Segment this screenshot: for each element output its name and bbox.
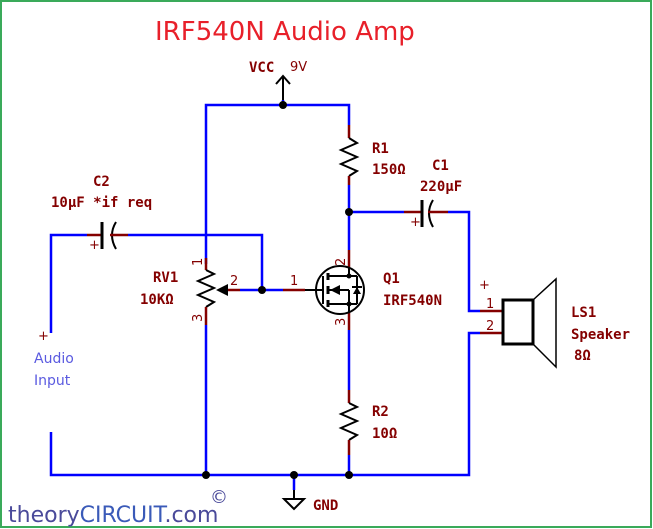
resistor-r1-icon bbox=[338, 125, 360, 185]
schematic-title: IRF540N Audio Amp bbox=[155, 17, 415, 47]
vcc-arrow-icon bbox=[275, 74, 291, 100]
potentiometer-rv1-icon bbox=[195, 258, 240, 325]
ls1-pin-2: 2 bbox=[486, 319, 494, 334]
watermark-part1: theory bbox=[8, 503, 80, 528]
q1-value: IRF540N bbox=[383, 293, 442, 309]
speaker-ls1-icon bbox=[480, 277, 557, 369]
ls1-ref: LS1 bbox=[571, 305, 596, 321]
ls1-polarity: + bbox=[479, 278, 490, 293]
r1-value: 150Ω bbox=[372, 162, 406, 178]
watermark-part2: CIRCUIT bbox=[80, 503, 168, 528]
capacitor-c1-icon bbox=[404, 199, 448, 228]
q1-pin-3: 3 bbox=[334, 318, 349, 326]
audio-input-label-2: Input bbox=[34, 373, 71, 389]
ls1-value: 8Ω bbox=[574, 348, 591, 364]
capacitor-c2-icon bbox=[87, 221, 128, 250]
resistor-r2-icon bbox=[338, 390, 360, 455]
c1-value: 220μF bbox=[420, 179, 462, 195]
rv1-pin-3: 3 bbox=[191, 314, 206, 322]
vcc-value: 9V bbox=[290, 60, 307, 75]
gnd-label: GND bbox=[313, 498, 338, 514]
c2-polarity: + bbox=[89, 238, 100, 253]
junction-dots bbox=[202, 101, 353, 479]
input-polarity: + bbox=[38, 329, 49, 344]
c2-value: 10μF *if req bbox=[51, 195, 152, 211]
q1-ref: Q1 bbox=[383, 271, 400, 287]
q1-pin-2: 2 bbox=[334, 258, 349, 266]
c2-ref: C2 bbox=[93, 174, 110, 190]
c1-polarity: + bbox=[410, 215, 421, 230]
audio-input-label-1: Audio bbox=[34, 351, 74, 367]
rv1-value: 10KΩ bbox=[140, 292, 174, 308]
rv1-ref: RV1 bbox=[153, 270, 178, 286]
rv1-pin-2: 2 bbox=[230, 274, 238, 289]
vcc-label: VCC bbox=[249, 60, 274, 76]
mosfet-q1-icon bbox=[283, 250, 365, 330]
copyright-symbol: © bbox=[210, 487, 228, 508]
r2-ref: R2 bbox=[372, 404, 389, 420]
c1-ref: C1 bbox=[432, 158, 449, 174]
ls1-pin-1: 1 bbox=[486, 297, 494, 312]
r1-ref: R1 bbox=[372, 141, 389, 157]
r2-value: 10Ω bbox=[372, 426, 397, 442]
ls1-type: Speaker bbox=[571, 327, 630, 343]
watermark-part3: .com bbox=[164, 503, 218, 528]
rv1-pin-1: 1 bbox=[191, 258, 206, 266]
ground-icon bbox=[281, 490, 307, 511]
watermark: theoryCIRCUIT.com bbox=[8, 503, 218, 528]
q1-pin-1: 1 bbox=[290, 274, 298, 289]
